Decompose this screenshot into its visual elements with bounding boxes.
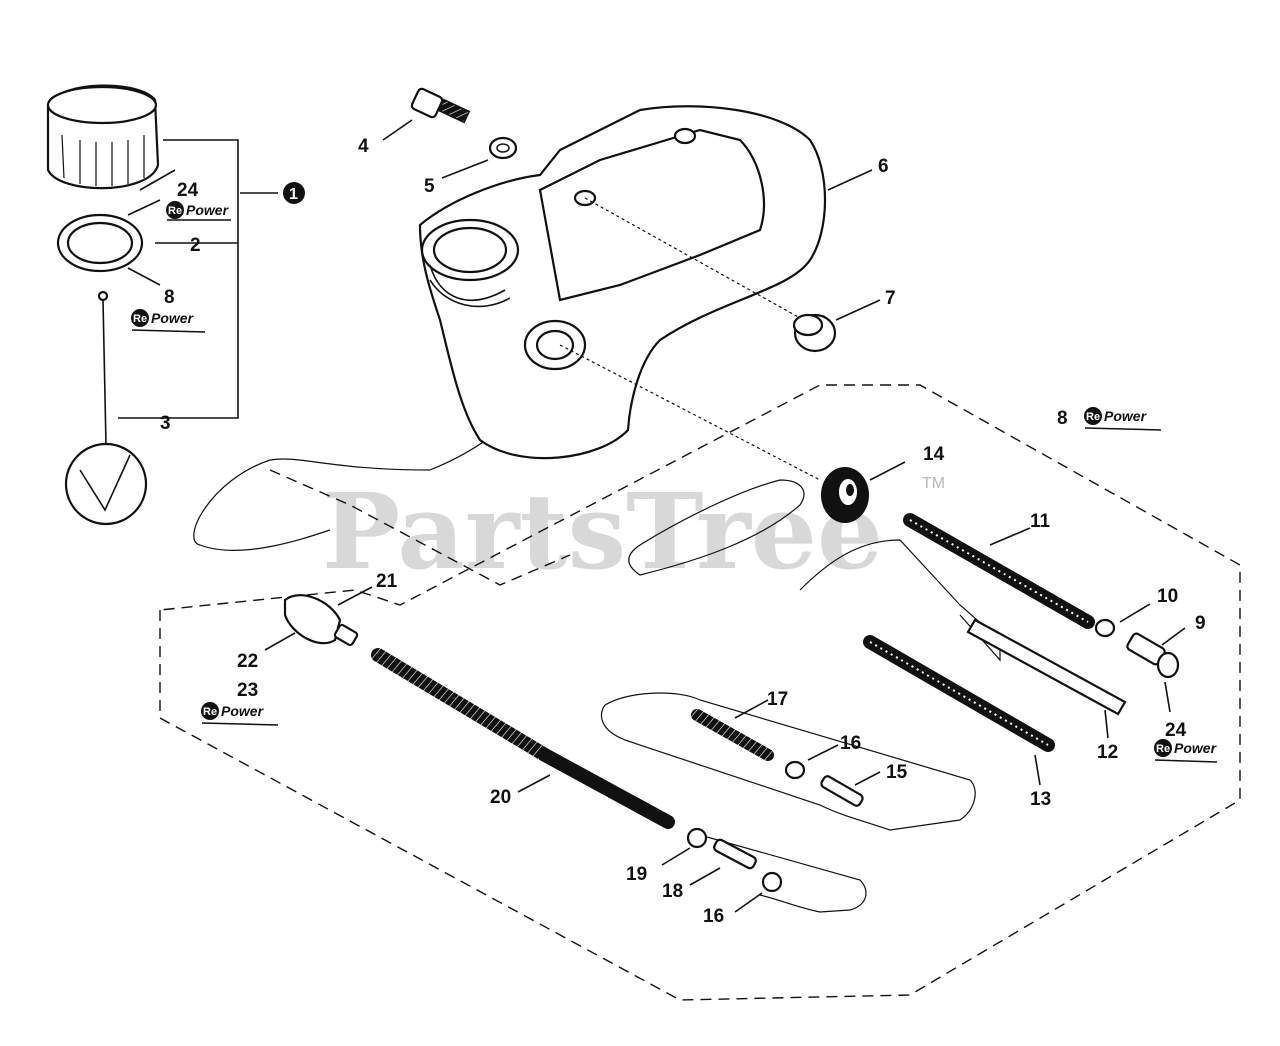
- leader-4: [382, 119, 413, 141]
- label-19: 19: [626, 864, 647, 885]
- label-11: 11: [1030, 511, 1051, 532]
- repower-badge-3: Re Power: [1084, 407, 1162, 431]
- washer-hole: [496, 143, 510, 153]
- fuel-cap-part: [46, 84, 160, 190]
- label-8-right: 8: [1057, 408, 1068, 429]
- leader-6: [827, 169, 873, 191]
- fuel-line-13-texture: [869, 641, 1049, 746]
- svg-text:Power: Power: [1104, 408, 1148, 424]
- leader-10: [1119, 603, 1151, 623]
- gasket-part: [56, 213, 144, 273]
- label-6: 6: [878, 156, 889, 177]
- leader-12: [1104, 709, 1109, 739]
- label-14: 14: [923, 444, 945, 465]
- leader-22: [264, 632, 296, 651]
- fuel-line-outline-right: [799, 539, 1001, 662]
- label-15: 15: [886, 762, 908, 783]
- spring-20-part: [371, 648, 552, 762]
- label-4: 4: [358, 136, 369, 157]
- label-8: 8: [164, 287, 175, 308]
- label-21: 21: [376, 571, 398, 592]
- fuel-line-outline-bottom: [699, 834, 867, 913]
- label-13: 13: [1030, 789, 1051, 810]
- fitting-9-part: [1126, 632, 1180, 679]
- oring-16b-part: [761, 871, 783, 893]
- label-20: 20: [490, 787, 511, 808]
- grommet-14-align-line: [559, 344, 821, 481]
- leader-11: [989, 527, 1031, 546]
- fitting-15-part: [820, 775, 864, 807]
- svg-text:Re: Re: [133, 313, 147, 325]
- assembly-bracket: [118, 139, 278, 419]
- fuel-line-20-part: [538, 748, 675, 829]
- leader-19: [661, 847, 691, 866]
- leader-5: [441, 159, 489, 179]
- filter-21-part: [283, 594, 359, 647]
- label-2: 2: [190, 235, 201, 256]
- assembly-callout-circle: [283, 182, 305, 204]
- label-16-bottom: 16: [703, 906, 724, 927]
- oring-19-part: [686, 827, 708, 849]
- leader-18: [689, 867, 721, 886]
- fuel-line-11-texture: [909, 519, 1089, 623]
- grommet-14-part: [821, 467, 869, 523]
- leader-15: [854, 771, 881, 786]
- leader-16b: [734, 892, 763, 913]
- tube-12-part: [966, 618, 1127, 716]
- watermark-tm: TM: [922, 475, 945, 492]
- label-22: 22: [237, 651, 258, 672]
- label-12: 12: [1097, 742, 1118, 763]
- leader-13: [1034, 754, 1041, 786]
- assembly-callout-number: 1: [289, 186, 298, 203]
- label-16: 16: [840, 733, 861, 754]
- label-23: 23: [237, 680, 258, 701]
- leader-7: [835, 299, 881, 321]
- repower-badge-1: Re Power: [166, 201, 231, 221]
- bolt-part: [410, 87, 471, 124]
- label-3: 3: [160, 413, 171, 434]
- leader-8a: [127, 267, 161, 286]
- fuel-tank: [418, 105, 827, 460]
- label-18: 18: [662, 881, 683, 902]
- watermark-text: PartsTree: [322, 470, 883, 593]
- grommet-part: [792, 313, 837, 353]
- label-9: 9: [1195, 613, 1206, 634]
- strainer-part: [64, 290, 148, 526]
- svg-text:Re: Re: [168, 205, 182, 217]
- fuel-line-outline-lower: [601, 692, 976, 831]
- svg-text:Re: Re: [203, 706, 217, 718]
- svg-text:Power: Power: [221, 703, 265, 719]
- leader-20: [517, 774, 551, 793]
- grommet-align-line: [584, 197, 801, 319]
- svg-text:Re: Re: [1156, 743, 1170, 755]
- repower-badge-4: Re Power: [201, 702, 279, 726]
- leader-9-24: [1161, 627, 1186, 713]
- fitting-18-part: [713, 838, 757, 870]
- repower-badge-5: Re Power: [1154, 739, 1218, 763]
- dashed-tank-link-outline: [269, 469, 571, 586]
- leader-17: [734, 699, 769, 719]
- svg-text:Power: Power: [186, 202, 230, 218]
- fuel-line-outline-mid: [628, 479, 805, 576]
- label-24: 24: [177, 180, 199, 201]
- label-10: 10: [1157, 586, 1178, 607]
- fuel-line-17-part: [691, 709, 774, 761]
- label-17: 17: [767, 689, 788, 710]
- dashed-group-outline: [159, 384, 1241, 1001]
- label-7: 7: [885, 288, 896, 309]
- svg-text:Power: Power: [151, 310, 195, 326]
- oring-16a-part: [784, 760, 806, 780]
- leader-24a: [127, 169, 176, 216]
- repower-badge-2: Re Power: [131, 309, 206, 333]
- leader-14: [869, 461, 906, 481]
- fuel-line-outline-top: [193, 364, 561, 551]
- label-5: 5: [424, 176, 435, 197]
- svg-text:Power: Power: [1174, 740, 1218, 756]
- label-24-right: 24: [1165, 720, 1187, 741]
- leader-16a: [807, 744, 839, 761]
- oring-10-part: [1094, 618, 1116, 638]
- svg-text:Re: Re: [1086, 411, 1100, 423]
- leader-21: [337, 586, 373, 606]
